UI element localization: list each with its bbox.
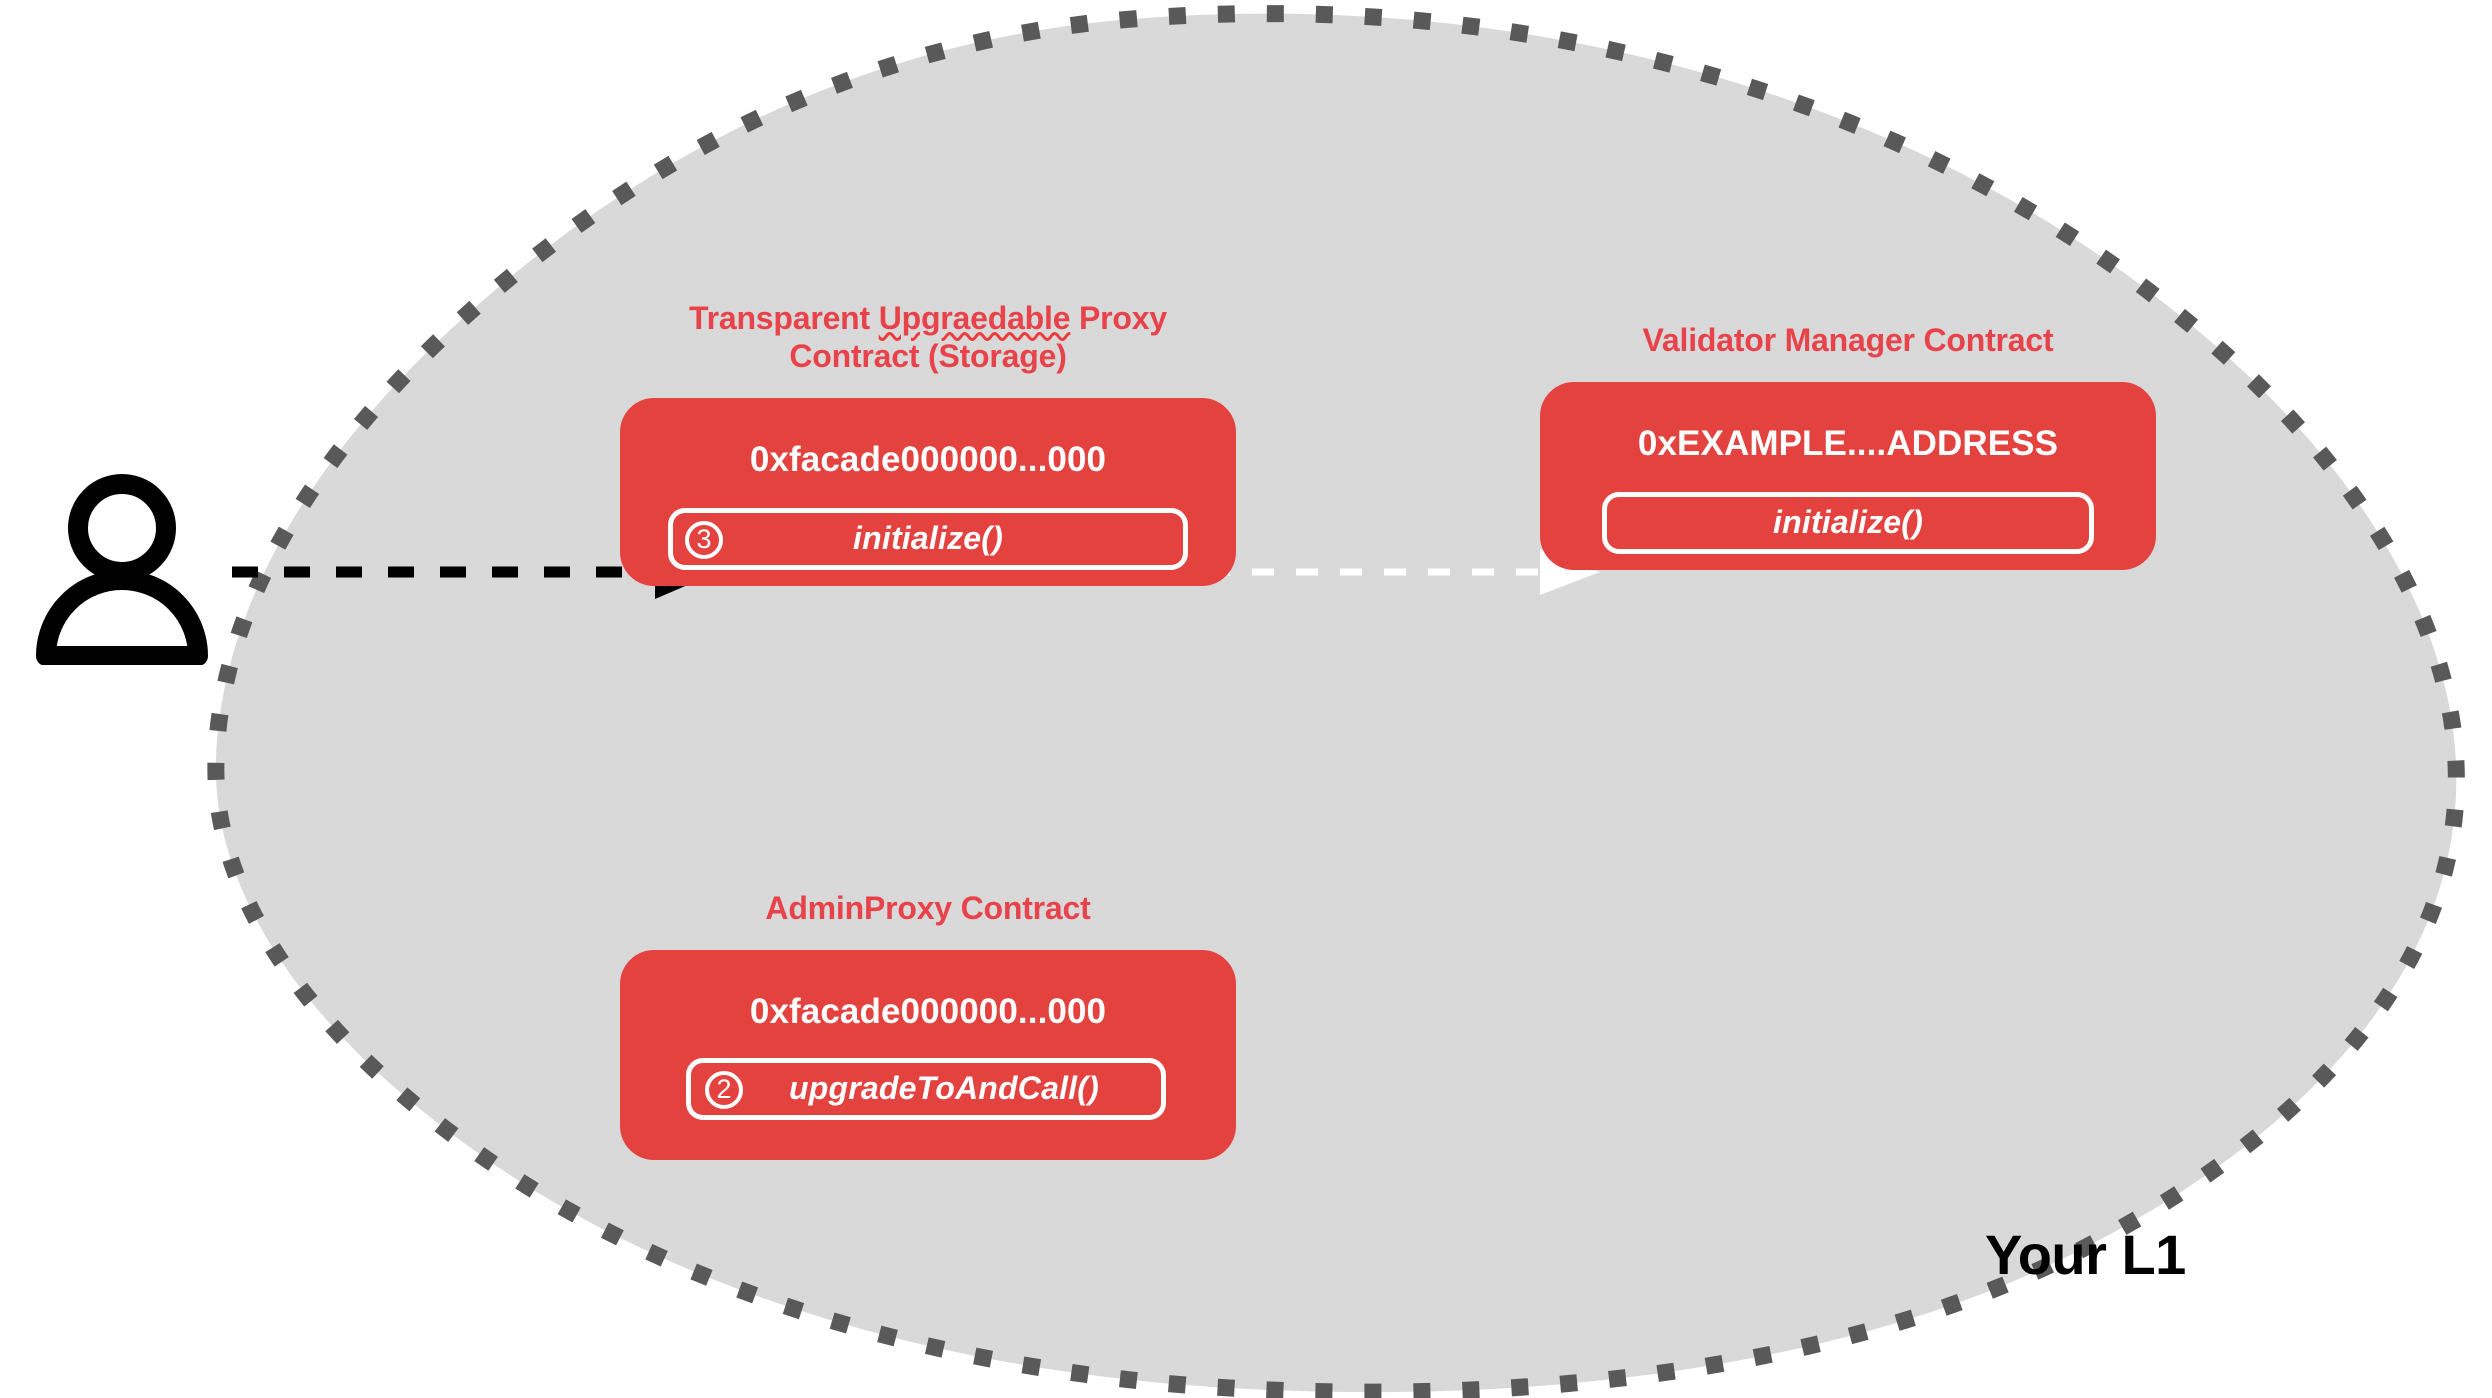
contract-admin-proxy-box: 0xfacade000000...000 2 upgradeToAndCall(… [620,949,1236,1160]
contract-admin-proxy-title: AdminProxy Contract [765,890,1091,926]
method-button-initialize-validator-manager[interactable]: initialize() [1602,491,2094,554]
contract-validator-manager-address: 0xEXAMPLE....ADDRESS [1637,423,2059,463]
contract-validator-manager: Validator Manager Contract 0xEXAMPLE....… [1540,322,2156,570]
region-fill [215,13,2457,1393]
contract-proxy-title-line1-pre: Transparent [689,300,879,336]
step-badge-2: 2 [705,1070,743,1109]
contract-proxy-title-line1-post: Proxy [1070,300,1167,336]
region-dotted-border [216,14,2457,1393]
method-button-initialize-proxy[interactable]: 3 initialize() [668,507,1188,570]
contract-admin-proxy: AdminProxy Contract 0xfacade000000...000… [620,890,1236,1160]
method-label-initialize: initialize() [853,520,1003,556]
contract-validator-manager-box: 0xEXAMPLE....ADDRESS initialize() [1540,381,2156,570]
method-label-upgrade-to-and-call: upgradeToAndCall() [789,1070,1099,1107]
region-label: Your L1 [1985,1223,2186,1286]
contract-proxy-address: 0xfacade000000...000 [749,439,1107,479]
contract-proxy-title: Transparent Upgraedable Proxy Contract (… [620,300,1236,376]
contract-validator-manager-title: Validator Manager Contract [1642,322,2054,358]
step-badge-3: 3 [685,520,723,559]
contract-admin-proxy-address: 0xfacade000000...000 [749,991,1107,1031]
contract-proxy-box: 0xfacade000000...000 3 initialize() [620,397,1236,586]
contract-proxy: Transparent Upgraedable Proxy Contract (… [620,300,1236,586]
contract-proxy-title-misspelled-word: Upgraedable [878,300,1071,336]
method-label-initialize: initialize() [1773,504,1923,541]
user-icon [36,474,208,665]
user-actor [30,470,215,665]
contract-proxy-title-line2: Contract (Storage) [789,337,1067,374]
method-button-upgrade-to-and-call[interactable]: 2 upgradeToAndCall() [686,1057,1166,1120]
